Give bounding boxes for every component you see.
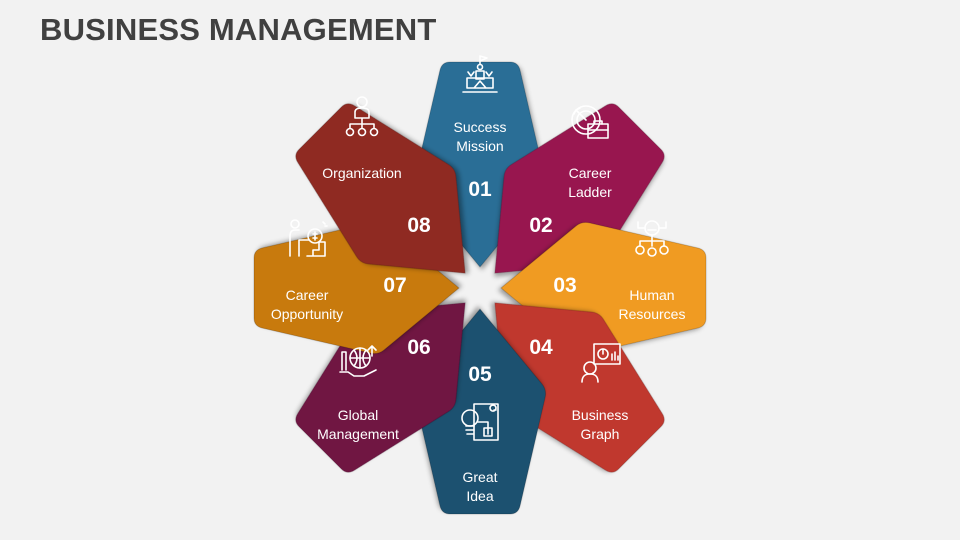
petal-label: Global Management — [317, 407, 399, 442]
presentation-chart-icon — [578, 340, 622, 384]
castle-victory-icon — [458, 52, 502, 96]
petal-number: 01 — [468, 178, 492, 201]
petal-number: 06 — [407, 336, 431, 359]
petal-label: Human Resources — [618, 287, 686, 322]
petal-08 — [295, 103, 466, 274]
petal-number: 04 — [529, 336, 553, 359]
petal-label: Career Ladder — [568, 165, 612, 200]
petal-label: Business Graph — [571, 407, 629, 442]
globe-hand-icon — [336, 340, 380, 384]
org-chart-icon — [340, 94, 384, 138]
petal-number: 05 — [468, 363, 492, 386]
petal-number: 02 — [529, 214, 553, 237]
petal-number: 07 — [383, 274, 407, 297]
petal-label: Career Opportunity — [270, 287, 344, 322]
petal-label: Success Mission — [453, 119, 507, 154]
petal-number: 03 — [553, 274, 577, 297]
network-people-icon — [630, 216, 674, 260]
target-briefcase-icon — [568, 100, 612, 144]
petal-label: Great Idea — [462, 469, 498, 504]
lightbulb-plan-icon — [458, 400, 502, 444]
petal-label: Organization — [322, 165, 402, 181]
page-title: BUSINESS MANAGEMENT — [40, 12, 437, 47]
key-dollar-icon — [285, 216, 329, 260]
petal-number: 08 — [407, 214, 431, 237]
